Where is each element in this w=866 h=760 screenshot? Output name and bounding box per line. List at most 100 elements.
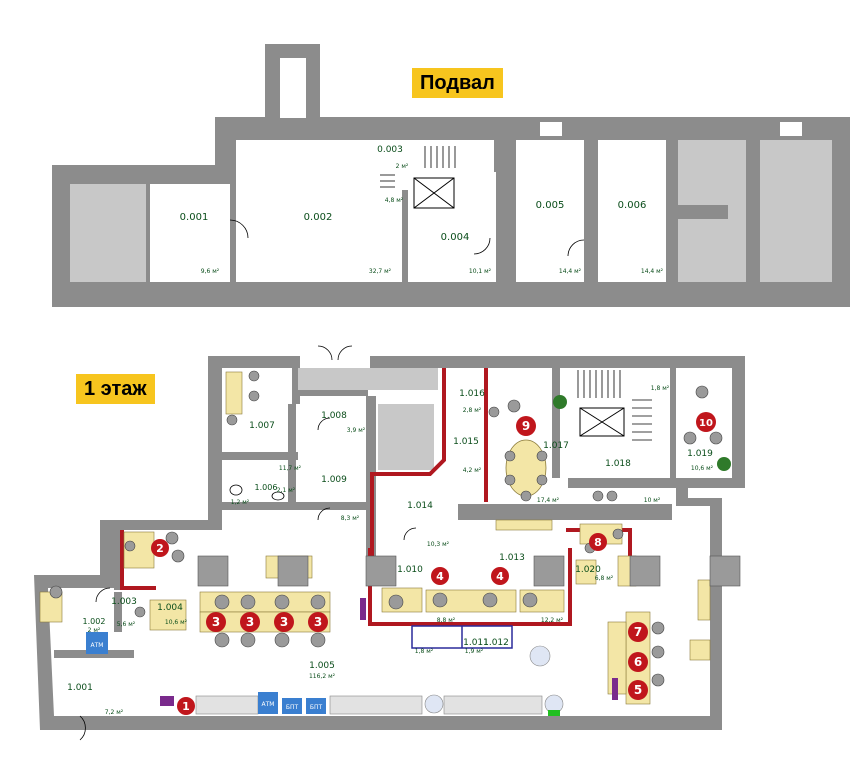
room-area: 116,2 м² [309, 673, 336, 680]
first-floor-plan: АТМ АТМ БПТ БПТ 1.001 7,2 м² 1.002 2 м² … [34, 345, 745, 741]
vestibule [298, 368, 438, 390]
svg-text:2: 2 [156, 542, 164, 555]
room-0-006 [598, 140, 666, 282]
svg-text:6: 6 [634, 655, 642, 669]
basement-storage [70, 184, 146, 282]
basement-tech-room-b [760, 140, 832, 282]
svg-text:3: 3 [246, 615, 254, 629]
marker-3[interactable]: 3 [308, 612, 328, 632]
room-area: 14,4 м² [641, 268, 664, 275]
marker-9[interactable]: 9 [516, 416, 536, 436]
svg-text:5: 5 [634, 683, 642, 697]
svg-text:3: 3 [280, 615, 288, 629]
kiosk-icon [612, 678, 618, 700]
room-label: 0.002 [304, 212, 333, 223]
room-area: 1,8 м² [651, 385, 670, 392]
main-entrance[interactable] [300, 346, 370, 368]
room-area: 2 м² [396, 163, 409, 170]
marker-6[interactable]: 6 [628, 652, 648, 672]
room-label: 1.001 [67, 683, 93, 693]
room-label: 1.006 [255, 483, 278, 492]
marker-2[interactable]: 2 [151, 539, 169, 557]
stairs-icon [380, 146, 456, 188]
room-0-001 [150, 184, 230, 282]
room-label: 0.003 [377, 145, 403, 155]
room-label: 1.016 [459, 389, 485, 399]
room-label: 1.014 [407, 501, 433, 511]
svg-text:10: 10 [699, 418, 713, 429]
marker-5[interactable]: 5 [628, 680, 648, 700]
room-label: 1.012 [483, 638, 509, 648]
room-area: 1,9 м² [465, 648, 484, 655]
marker-7[interactable]: 7 [628, 622, 648, 642]
room-area: 9,6 м² [201, 268, 220, 275]
basement-inner-wall [674, 205, 728, 219]
basement-shaft [280, 58, 306, 118]
room-area: 12,2 м² [541, 617, 564, 624]
chairs [49, 370, 723, 687]
svg-text:4: 4 [496, 570, 504, 583]
room-label: 1.017 [543, 441, 569, 451]
room-label: 1.013 [499, 553, 525, 563]
svg-text:1: 1 [182, 700, 190, 713]
atm-icon [86, 632, 108, 654]
svg-text:7: 7 [634, 625, 642, 639]
door-icon [403, 527, 417, 541]
room-area: 1,2 м² [231, 499, 250, 506]
meeting-table [505, 439, 547, 497]
marker-3[interactable]: 3 [274, 612, 294, 632]
door-icon [95, 587, 111, 603]
room-area: 32,7 м² [369, 268, 392, 275]
room-area: 2,1 м² [277, 487, 296, 494]
first-floor-label: 1 этаж [76, 374, 155, 404]
door-icon [337, 345, 353, 361]
room-area: 17,4 м² [537, 497, 560, 504]
toilet-icon [229, 484, 243, 496]
room-area: 8,8 м² [437, 617, 456, 624]
door-icon [317, 507, 331, 521]
marker-1[interactable]: 1 [177, 697, 195, 715]
room-label: 0.001 [180, 212, 209, 223]
room-label: 0.005 [536, 200, 565, 211]
columns [197, 555, 741, 587]
room-0-005 [516, 140, 584, 282]
marker-8[interactable]: 8 [589, 533, 607, 551]
svg-text:3: 3 [212, 615, 220, 629]
door-icon [317, 345, 333, 361]
room-area: 6,8 м² [595, 575, 614, 582]
plant-icon [553, 395, 567, 409]
door-icon [317, 417, 331, 431]
room-label: 1.002 [83, 617, 106, 626]
room-label: 1.011 [463, 638, 489, 648]
basement-plan: 0.001 9,6 м² 0.002 32,7 м² 0.003 2 м² 4,… [52, 44, 850, 307]
room-area: 4,2 м² [463, 467, 482, 474]
door-icon [567, 239, 585, 257]
marker-3[interactable]: 3 [206, 612, 226, 632]
room-area: 11,7 м² [279, 465, 302, 472]
sink-icon [271, 491, 285, 501]
marker-3[interactable]: 3 [240, 612, 260, 632]
atm-label: АТМ [91, 642, 104, 649]
room-label: 1.003 [111, 597, 137, 607]
plant-icon [717, 457, 731, 471]
room-area: 10,1 м² [469, 268, 492, 275]
room-area: 7,2 м² [105, 709, 124, 716]
marker-4[interactable]: 4 [491, 567, 509, 585]
room-area: 14,4 м² [559, 268, 582, 275]
svg-text:8: 8 [594, 536, 602, 549]
room-area: 5,6 м² [117, 621, 136, 628]
room-area: 10,3 м² [427, 541, 450, 548]
room-label: 1.004 [157, 603, 183, 613]
kiosk-icon [360, 598, 366, 620]
marker-10[interactable]: 10 [696, 412, 716, 432]
svg-text:9: 9 [522, 419, 530, 433]
room-area: 2 м² [88, 627, 101, 634]
exit-sign-icon [548, 710, 560, 716]
basement-label: Подвал [412, 68, 503, 98]
payment-terminal-icon [282, 698, 302, 714]
room-area: 10,6 м² [165, 619, 188, 626]
room-area: 2,8 м² [463, 407, 482, 414]
marker-4[interactable]: 4 [431, 567, 449, 585]
room-label: 1.010 [397, 565, 423, 575]
